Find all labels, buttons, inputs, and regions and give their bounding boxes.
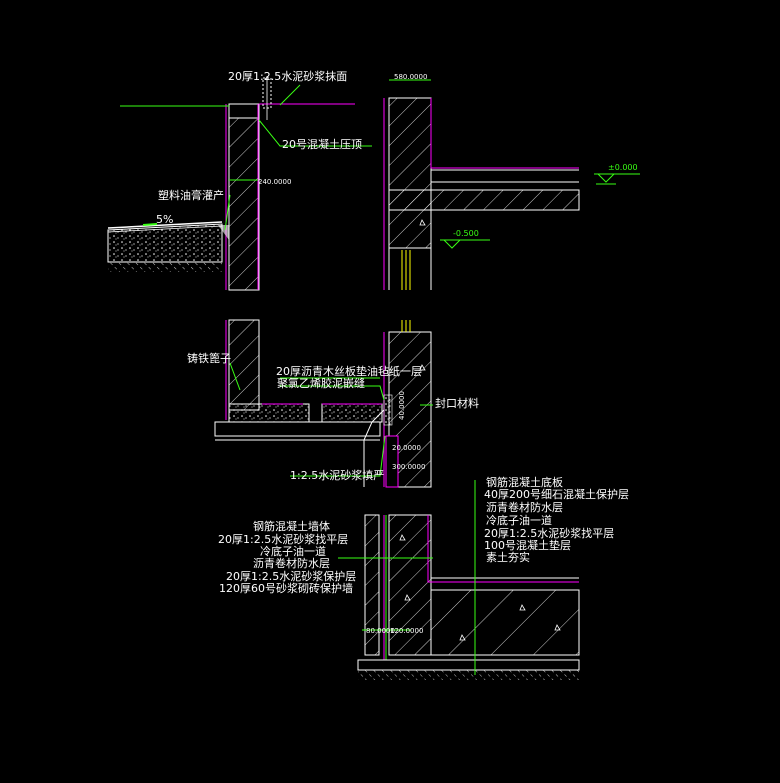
label-dim-bottom-80: 80.0000: [366, 627, 395, 635]
level-marker-neg050: [440, 239, 490, 249]
joint-right-wall: [363, 320, 432, 488]
label-coping: 20号混凝土压顶: [282, 137, 362, 151]
label-dim-300: 300.0000: [392, 463, 425, 471]
left-stack-item: 沥青卷材防水层: [253, 556, 330, 570]
right-stack-item: 冷底子油一道: [486, 513, 552, 527]
label-asphalt-board: 20厚沥青木丝板垫油毡纸一层: [276, 364, 422, 378]
label-dim-bottom-120: 120.0000: [390, 627, 423, 635]
label-sealant: 塑料油膏灌产: [158, 188, 224, 202]
left-stack-item: 冷底子油一道: [260, 544, 326, 558]
basement-wall-top: [383, 79, 580, 290]
left-layer-stack: 钢筋混凝土墙体 20厚1:2.5水泥砂浆找平层 冷底子油一道 沥青卷材防水层 2…: [218, 519, 356, 595]
label-dim-580: 580.0000: [394, 73, 427, 81]
parapet-wall: [120, 76, 355, 291]
bottom-wall: [357, 514, 580, 680]
label-mortar-fill: 1:2.5水泥砂浆填严: [290, 468, 384, 482]
right-stack-item: 20厚1:2.5水泥砂浆找平层: [484, 526, 614, 540]
level-marker-000: [594, 173, 640, 185]
label-dim-240: 240.0000: [258, 178, 291, 186]
right-stack-item: 40厚200号细石混凝土保护层: [484, 487, 629, 501]
label-dim-40: 40.0000: [398, 391, 406, 420]
right-stack-item: 素土夯实: [486, 550, 530, 564]
right-stack-item: 100号混凝土垫层: [484, 538, 571, 552]
label-level-000: ±0.000: [608, 163, 638, 172]
label-level-neg050: -0.500: [453, 229, 479, 238]
label-slope: 5%: [156, 213, 173, 226]
leader-lines: [224, 84, 476, 675]
left-stack-item: 120厚60号砂浆砌砖保护墙: [219, 581, 353, 595]
label-seal-material: 封口材料: [435, 396, 479, 410]
label-cast-iron: 铸铁篦子: [187, 351, 231, 365]
right-stack-item: 沥青卷材防水层: [486, 500, 563, 514]
label-dim-20: 20.0000: [392, 444, 421, 452]
right-stack-item: 钢筋混凝土底板: [486, 475, 563, 489]
label-top-mortar: 20厚1:2.5水泥砂浆抹面: [228, 69, 347, 83]
left-stack-item: 20厚1:2.5水泥砂浆找平层: [218, 532, 348, 546]
label-pvc-joint: 聚氯乙烯胶泥嵌缝: [277, 376, 365, 390]
ground-slope: [107, 221, 229, 272]
right-layer-stack: 钢筋混凝土底板 40厚200号细石混凝土保护层 沥青卷材防水层 冷底子油一道 2…: [484, 475, 629, 564]
left-stack-item: 20厚1:2.5水泥砂浆保护层: [226, 569, 356, 583]
left-stack-item: 钢筋混凝土墙体: [253, 519, 330, 533]
joint-left-wall: [214, 319, 383, 441]
hatch-markers: [399, 219, 561, 641]
